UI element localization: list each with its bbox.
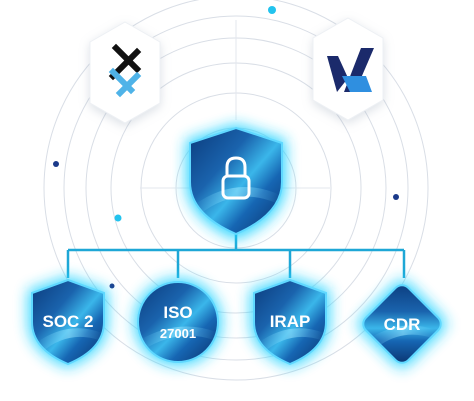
central-lock-shield xyxy=(186,124,286,240)
lock-icon xyxy=(221,156,251,200)
blue-arrow-logo-icon xyxy=(327,48,374,92)
cdr-badge: CDR xyxy=(358,280,446,368)
irap-badge: IRAP xyxy=(250,276,330,368)
logo-tile-left xyxy=(89,21,161,124)
soc2-badge: SOC 2 xyxy=(28,276,108,368)
cdr-label: CDR xyxy=(384,315,421,334)
soc2-label: SOC 2 xyxy=(42,312,93,331)
orbit-dots xyxy=(53,6,399,289)
iso27001-badge: ISO 27001 xyxy=(134,278,222,366)
iso-label: ISO xyxy=(163,303,192,322)
logo-tile-right xyxy=(312,17,384,121)
iso-number-label: 27001 xyxy=(160,326,196,341)
connector-lines xyxy=(66,232,406,278)
irap-label: IRAP xyxy=(270,312,311,331)
crossed-arrows-logo-icon xyxy=(108,43,142,98)
